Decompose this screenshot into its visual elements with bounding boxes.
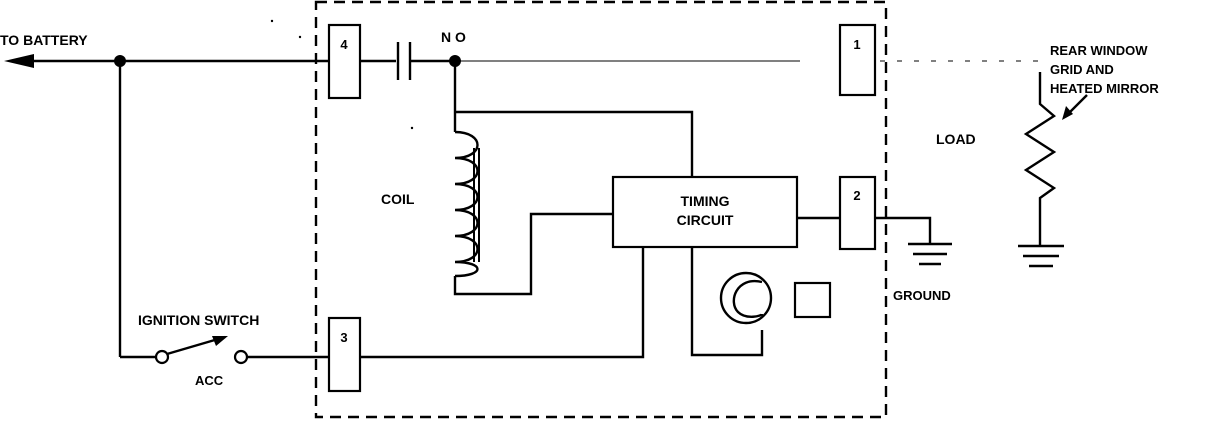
coil-label: COIL [381,191,415,207]
terminal-4 [327,23,362,100]
load-desc-3: HEATED MIRROR [1050,81,1159,96]
relay-module-outline [314,0,888,419]
lamp-icon [719,271,773,325]
terminal-3-label: 3 [340,330,347,345]
scan-speck [298,35,302,39]
load-desc-1: REAR WINDOW [1050,43,1148,58]
terminal-1 [838,23,877,97]
timing-label-1: TIMING [681,193,730,209]
terminal-1-label: 1 [853,37,860,52]
terminal-2 [838,175,877,251]
terminal-3 [327,316,362,393]
indicator-square [793,281,832,319]
scan-speck [410,126,414,130]
scan-speck [270,19,274,23]
load-label: LOAD [936,131,976,147]
ground-label: GROUND [893,288,951,303]
load-desc-2: GRID AND [1050,62,1114,77]
timing-circuit-box [611,175,799,249]
no-label: N O [441,29,466,45]
acc-label: ACC [195,373,224,388]
resistor-icon [1018,72,1064,268]
ground-icon [908,242,952,266]
load-pointer-arrow [1062,94,1088,120]
timing-label-2: CIRCUIT [677,212,734,228]
ignition-label: IGNITION SWITCH [138,312,259,328]
coil-icon [454,130,480,278]
relay-contact-icon [396,42,412,80]
battery-label: TO BATTERY [0,32,88,48]
battery-arrow-icon [4,54,330,68]
terminal-2-label: 2 [853,188,860,203]
switch-icon [154,335,249,365]
terminal-4-label: 4 [340,37,348,52]
